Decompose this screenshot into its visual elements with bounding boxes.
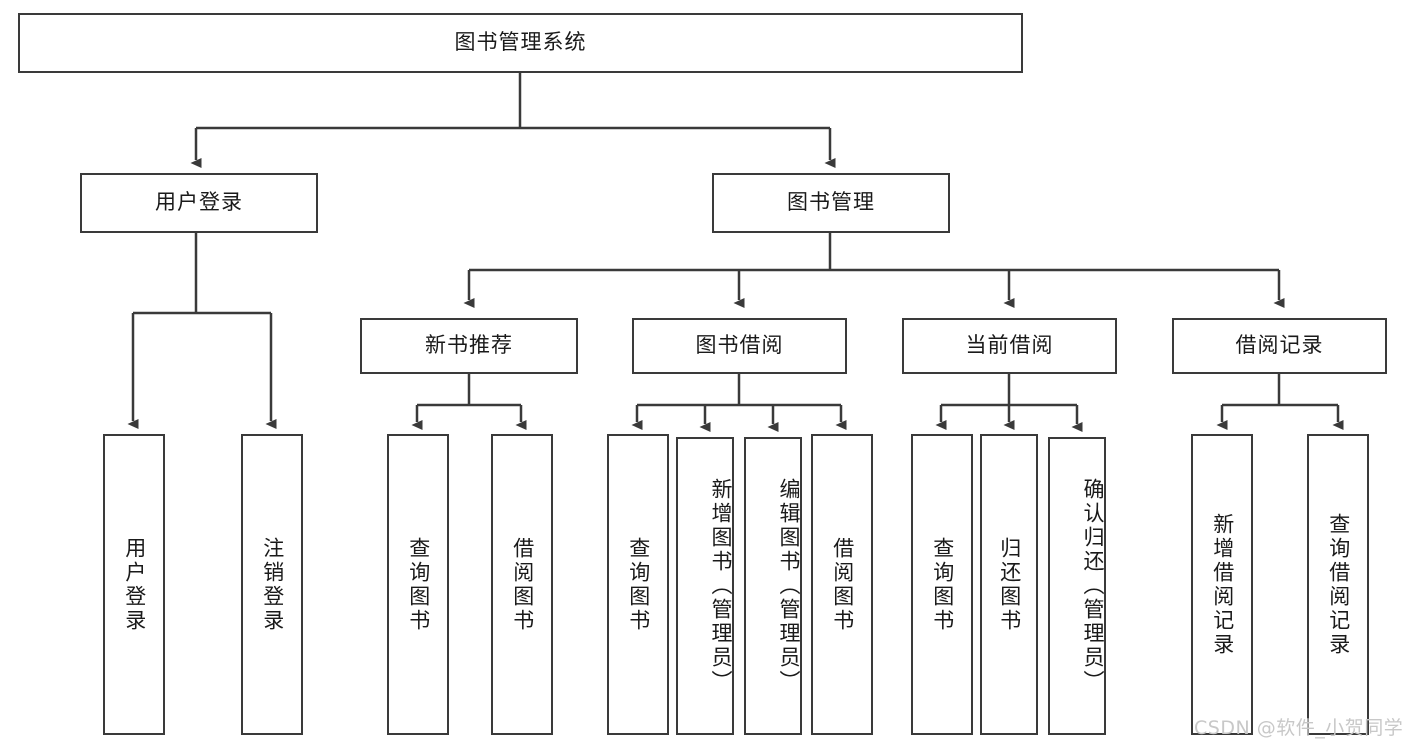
node-current-borrow[interactable]: 当前借阅 xyxy=(902,318,1117,374)
node-label: 查询图书 xyxy=(930,536,955,633)
node-book-borrow[interactable]: 图书借阅 xyxy=(632,318,847,374)
leaf-borrow-borrow-book[interactable]: 借阅图书 xyxy=(811,434,873,735)
leaf-recommend-borrow-book[interactable]: 借阅图书 xyxy=(491,434,553,735)
leaf-borrow-edit-book-admin[interactable]: 编辑图书（管理员） xyxy=(744,437,802,735)
node-label: 查询图书 xyxy=(626,536,651,633)
node-label: 用户登录 xyxy=(122,536,147,633)
node-label: 查询借阅记录 xyxy=(1326,512,1351,657)
node-book-management[interactable]: 图书管理 xyxy=(712,173,950,233)
node-label: 注销登录 xyxy=(260,536,285,633)
leaf-recommend-query-book[interactable]: 查询图书 xyxy=(387,434,449,735)
node-label: 新增借阅记录 xyxy=(1210,512,1235,657)
node-label: 确认归还（管理员） xyxy=(1081,478,1105,694)
node-label: 归还图书 xyxy=(997,536,1022,633)
leaf-record-query-record[interactable]: 查询借阅记录 xyxy=(1307,434,1369,735)
node-label: 图书借阅 xyxy=(695,333,784,358)
leaf-borrow-add-book-admin[interactable]: 新增图书（管理员） xyxy=(676,437,734,735)
watermark-text: CSDN @软件_小贺同学 xyxy=(1194,717,1404,739)
leaf-user-login-signout[interactable]: 注销登录 xyxy=(241,434,303,735)
node-label: 图书管理 xyxy=(787,190,875,215)
node-label: 图书管理系统 xyxy=(454,30,587,55)
node-label: 借阅图书 xyxy=(510,536,535,633)
node-borrow-record[interactable]: 借阅记录 xyxy=(1172,318,1387,374)
node-root-system[interactable]: 图书管理系统 xyxy=(18,13,1023,73)
node-new-book-recommend[interactable]: 新书推荐 xyxy=(360,318,578,374)
leaf-borrow-query-book[interactable]: 查询图书 xyxy=(607,434,669,735)
node-label: 编辑图书（管理员） xyxy=(777,478,801,694)
node-label: 借阅图书 xyxy=(830,536,855,633)
node-label: 新增图书（管理员） xyxy=(709,478,733,694)
node-label: 当前借阅 xyxy=(965,333,1054,358)
leaf-record-add-record[interactable]: 新增借阅记录 xyxy=(1191,434,1253,735)
leaf-current-query-book[interactable]: 查询图书 xyxy=(911,434,973,735)
node-label: 用户登录 xyxy=(155,190,243,215)
leaf-current-confirm-return-admin[interactable]: 确认归还（管理员） xyxy=(1048,437,1106,735)
node-user-login[interactable]: 用户登录 xyxy=(80,173,318,233)
node-label: 查询图书 xyxy=(406,536,431,633)
node-label: 借阅记录 xyxy=(1235,333,1324,358)
leaf-user-login-signin[interactable]: 用户登录 xyxy=(103,434,165,735)
leaf-current-return-book[interactable]: 归还图书 xyxy=(980,434,1038,735)
node-label: 新书推荐 xyxy=(425,333,513,358)
